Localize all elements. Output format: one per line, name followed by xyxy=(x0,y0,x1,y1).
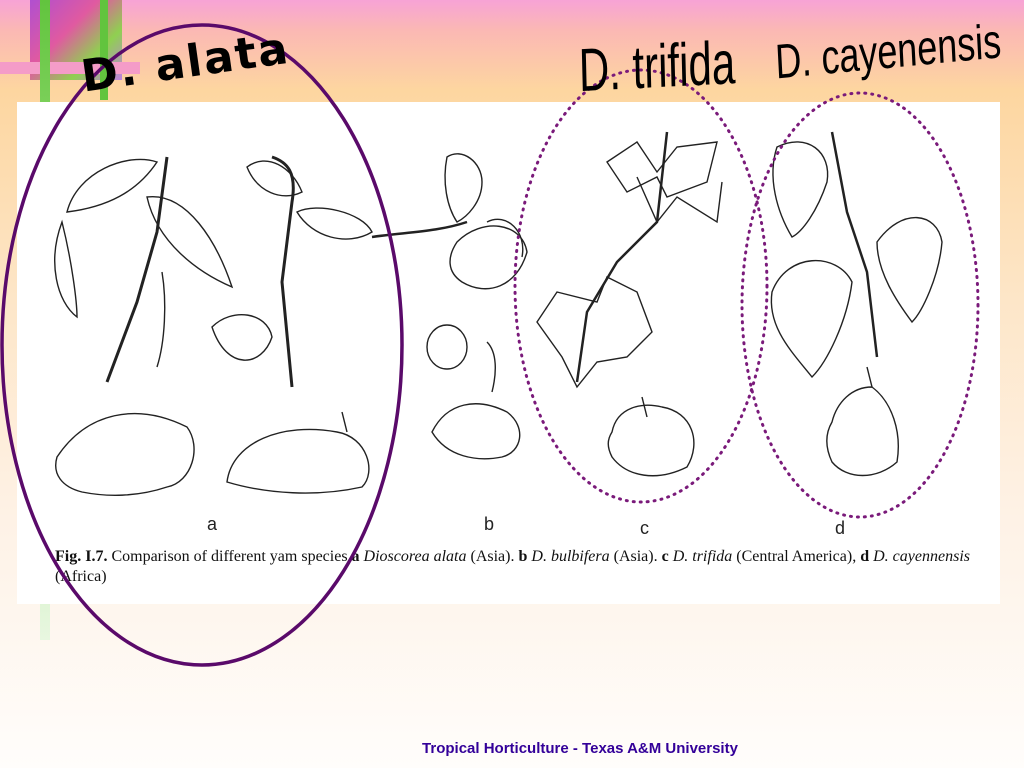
decorative-bar xyxy=(100,0,108,100)
cayenensis-plant-drawing xyxy=(770,131,943,477)
yam-illustrations: a b c d xyxy=(54,131,943,538)
yam-species-figure: a b c d Fig. I.7. Comparison of differen… xyxy=(17,102,1000,604)
alata-plant-drawing xyxy=(54,155,373,496)
footer: Tropical Horticulture - Texas A&M Univer… xyxy=(0,740,1024,757)
trifida-plant-drawing xyxy=(536,131,723,477)
trifida-highlight-ellipse xyxy=(513,68,769,504)
panel-letter-b: b xyxy=(484,514,494,534)
alata-highlight-ellipse xyxy=(0,23,404,667)
panel-letter-d: d xyxy=(835,518,845,538)
figure-caption: Fig. I.7. Comparison of different yam sp… xyxy=(55,548,970,585)
bulbifera-plant-drawing xyxy=(371,153,528,460)
footer-text: Tropical Horticulture - Texas A&M Univer… xyxy=(422,740,738,757)
panel-letter-c: c xyxy=(640,518,649,538)
cayenensis-highlight-ellipse xyxy=(740,91,980,519)
panel-letter-a: a xyxy=(207,514,218,534)
label-trifida: D. trifida xyxy=(578,28,736,105)
